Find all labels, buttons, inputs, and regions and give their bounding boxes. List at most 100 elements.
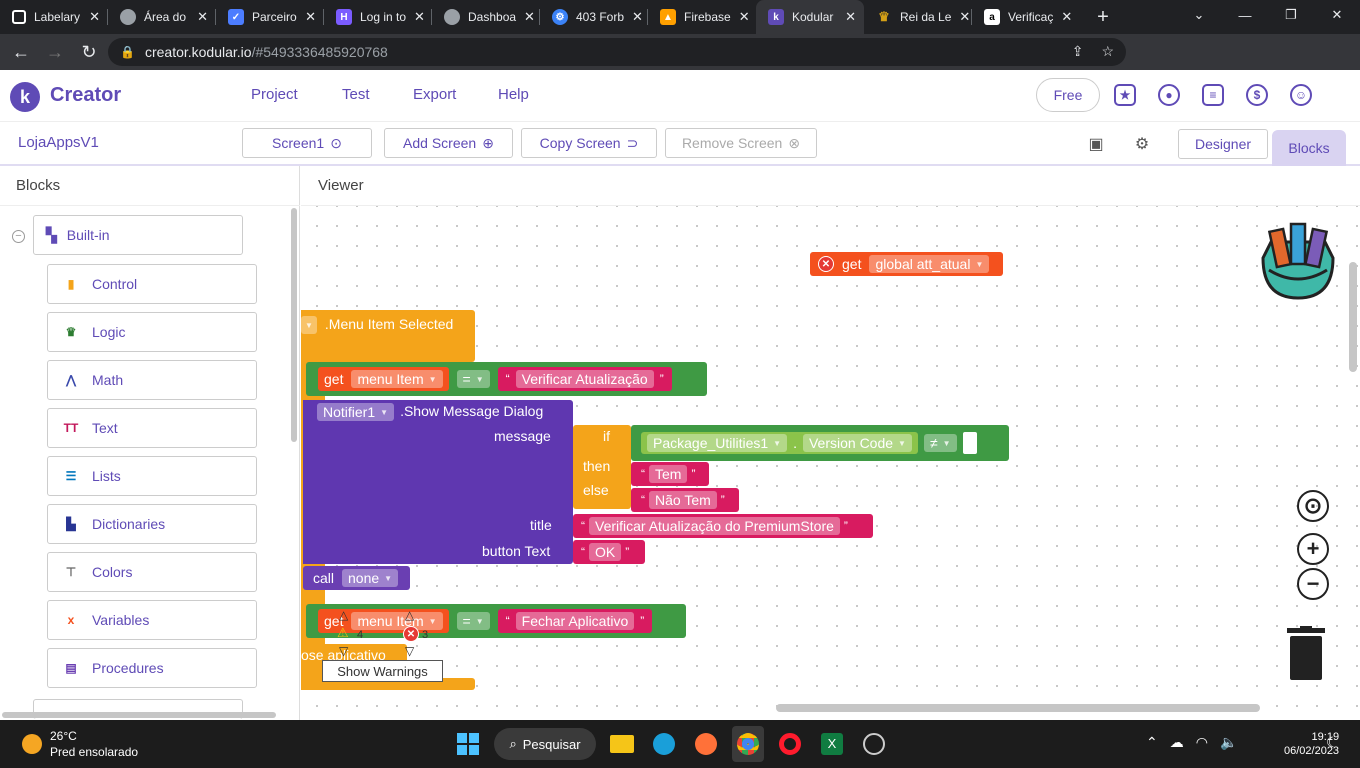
panel-hscrollbar[interactable] <box>2 712 276 718</box>
tab-labelary[interactable]: Labelary✕ <box>0 0 108 34</box>
backpack-icon[interactable] <box>1255 218 1341 304</box>
chevron-down-icon[interactable]: ⌄ <box>1193 7 1205 22</box>
chevron-up-icon[interactable]: ⌃ <box>1146 734 1158 750</box>
warning-nav-down-icon[interactable]: ▽ <box>339 644 349 658</box>
tab-dashboard[interactable]: Dashboa✕ <box>432 0 540 34</box>
close-icon[interactable]: ✕ <box>845 9 856 24</box>
star-icon[interactable]: ☆ <box>1101 43 1114 59</box>
menu-help[interactable]: Help <box>498 86 529 103</box>
tab-firebase[interactable]: ▲Firebase✕ <box>648 0 756 34</box>
notifications-icon[interactable]: ☾ <box>1326 734 1339 750</box>
wifi-icon[interactable]: ◠ <box>1195 734 1208 750</box>
menu-item-selected-event[interactable]: ▼ .Menu Item Selected <box>301 310 475 362</box>
new-tab-button[interactable]: + <box>1097 5 1109 28</box>
gallery-icon[interactable]: ▣ <box>1088 136 1104 153</box>
back-arrow-icon[interactable]: ← <box>12 41 30 62</box>
close-icon[interactable]: ✕ <box>89 9 100 24</box>
button-text-string-block[interactable]: “OK” <box>573 540 645 564</box>
volume-icon[interactable]: 🔈 <box>1219 734 1238 750</box>
tab-403[interactable]: ⚙403 Forb✕ <box>540 0 648 34</box>
menu-export[interactable]: Export <box>413 86 457 103</box>
category-lists[interactable]: ☰Lists <box>47 456 257 496</box>
category-procedures[interactable]: ▤Procedures <box>47 648 257 688</box>
palette-icon[interactable]: ● <box>1158 84 1180 106</box>
panel-scrollbar[interactable] <box>291 208 297 442</box>
title-string-block[interactable]: “Verificar Atualização do PremiumStore” <box>573 514 873 538</box>
menu-project[interactable]: Project <box>251 86 298 103</box>
close-icon[interactable]: ✕ <box>738 9 750 24</box>
tab-parceiro[interactable]: ✓Parceiro✕ <box>216 0 324 34</box>
tab-area[interactable]: Área do✕ <box>108 0 216 34</box>
firefox-icon[interactable] <box>690 726 722 762</box>
error-count-icon[interactable]: ✕ <box>403 626 419 642</box>
dollar-icon[interactable]: $ <box>1246 84 1268 106</box>
zoom-out-icon[interactable]: − <box>1297 568 1329 600</box>
category-colors[interactable]: ⊤Colors <box>47 552 257 592</box>
remove-screen-button[interactable]: Remove Screen⊗ <box>665 128 817 158</box>
edge-icon[interactable] <box>648 726 680 762</box>
library-icon[interactable]: ≡ <box>1202 84 1224 106</box>
not-equal-block[interactable]: Package_Utilities1▼.Version Code▼ ≠▼ <box>631 425 1009 461</box>
file-explorer-icon[interactable] <box>606 726 638 762</box>
close-icon[interactable]: ✕ <box>305 9 316 24</box>
free-button[interactable]: Free <box>1036 78 1100 112</box>
zoom-in-icon[interactable]: + <box>1297 533 1329 565</box>
target-icon[interactable]: ⊙ <box>1297 490 1329 522</box>
category-logic[interactable]: ♛Logic <box>47 312 257 352</box>
chrome-icon[interactable] <box>732 726 764 762</box>
category-math[interactable]: ⋀Math <box>47 360 257 400</box>
copy-screen-button[interactable]: Copy Screen⊃ <box>521 128 657 158</box>
clock-app-icon[interactable] <box>858 726 890 762</box>
blocks-button[interactable]: Blocks <box>1272 130 1346 166</box>
collapse-icon[interactable]: − <box>12 230 25 243</box>
url-input[interactable]: 🔒 creator.kodular.io/#5493336485920768 ⇪… <box>108 38 1126 66</box>
close-icon[interactable]: ✕ <box>197 9 208 24</box>
share-icon[interactable]: ⇪ <box>1071 43 1084 59</box>
call-procedure-block[interactable]: call none▼ <box>303 566 410 590</box>
cloud-icon[interactable]: ☁ <box>1169 734 1184 750</box>
opera-icon[interactable] <box>774 726 806 762</box>
show-warnings-button[interactable]: Show Warnings <box>322 660 443 682</box>
tab-rei[interactable]: ♛Rei da Le✕ <box>864 0 972 34</box>
minimize-icon[interactable]: — <box>1238 7 1252 23</box>
close-icon[interactable]: ✕ <box>1061 9 1073 24</box>
trash-icon[interactable] <box>1285 626 1327 682</box>
reload-icon[interactable]: ↻ <box>81 41 97 62</box>
gear-icon[interactable]: ⚙ <box>1134 136 1150 153</box>
viewer-vscrollbar[interactable] <box>1349 262 1357 372</box>
excel-icon[interactable]: X <box>816 726 848 762</box>
category-dictionaries[interactable]: ▙Dictionaries <box>47 504 257 544</box>
forward-arrow-icon[interactable]: → <box>46 41 64 62</box>
viewer-hscrollbar[interactable] <box>776 704 1260 712</box>
then-string-block[interactable]: “Tem” <box>631 462 709 486</box>
close-icon[interactable]: ✕ <box>414 9 425 24</box>
error-icon[interactable]: ✕ <box>818 256 834 272</box>
get-global-block[interactable]: ✕ get global att_atual▼ <box>810 252 1003 276</box>
category-control[interactable]: ▮Control <box>47 264 257 304</box>
builtin-tree-item[interactable]: ▚Built-in <box>33 215 243 255</box>
account-icon[interactable]: ☺ <box>1290 84 1312 106</box>
else-string-block[interactable]: “Não Tem” <box>631 488 739 512</box>
if-then-else-block[interactable]: if then else <box>573 425 631 509</box>
notifier-show-message-dialog[interactable]: Notifier1▼ .Show Message Dialog <box>303 400 573 564</box>
restore-icon[interactable]: ❐ <box>1285 7 1297 22</box>
screen-select[interactable]: Screen1⊙ <box>242 128 372 158</box>
windows-start-icon[interactable] <box>452 726 484 762</box>
designer-button[interactable]: Designer <box>1178 129 1268 159</box>
blocks-viewer[interactable]: Viewer ✕ get global att_atual▼ ▼ .Menu I… <box>301 166 1360 720</box>
error-nav-down-icon[interactable]: ▽ <box>405 644 415 658</box>
warning-icon[interactable]: ⚠ <box>337 625 349 640</box>
close-icon[interactable]: ✕ <box>959 9 971 24</box>
folder-star-icon[interactable]: ★ <box>1114 84 1136 106</box>
error-nav-up-icon[interactable]: △ <box>405 608 415 622</box>
close-icon[interactable]: ✕ <box>524 9 535 24</box>
